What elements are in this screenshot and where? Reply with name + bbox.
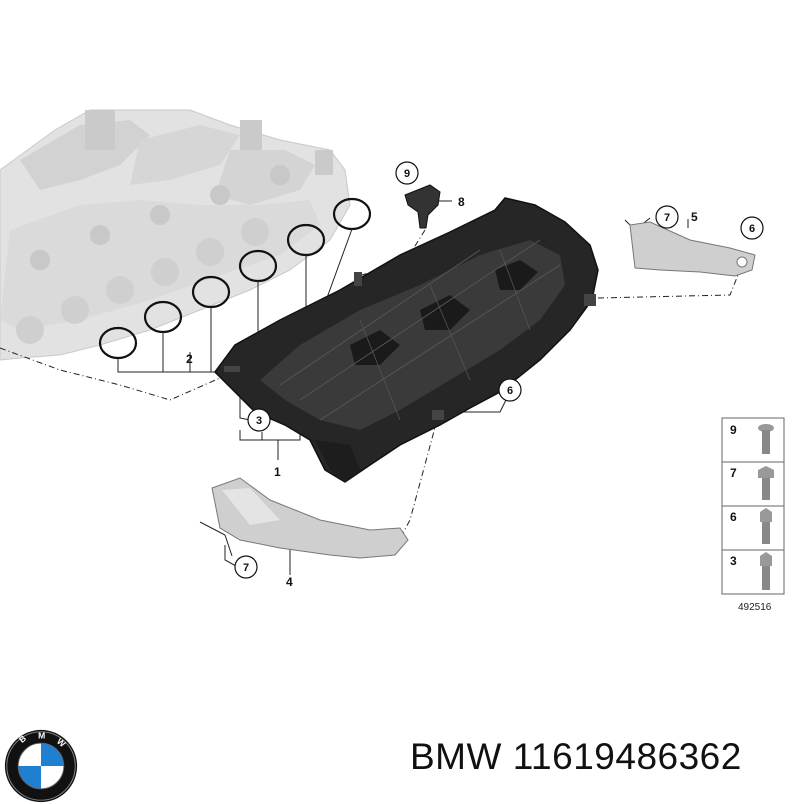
svg-text:B: B bbox=[17, 733, 28, 745]
legend-row-label: 7 bbox=[730, 466, 737, 480]
valve-cover bbox=[214, 197, 599, 483]
svg-text:3: 3 bbox=[256, 415, 262, 427]
callout-6-right: 6 bbox=[740, 216, 764, 240]
bolt-7-icon bbox=[758, 466, 774, 500]
bracket-lower bbox=[211, 477, 409, 559]
cylinder-head-ghost bbox=[0, 109, 351, 361]
svg-text:6: 6 bbox=[749, 223, 755, 235]
bracket-right bbox=[629, 221, 756, 277]
callout-9: 9 bbox=[395, 161, 419, 185]
svg-text:7: 7 bbox=[243, 562, 249, 574]
svg-text:9: 9 bbox=[404, 168, 410, 180]
brand-name: BMW bbox=[410, 736, 502, 777]
svg-text:M: M bbox=[38, 730, 45, 740]
svg-text:6: 6 bbox=[507, 385, 513, 397]
part-caption: BMW 11619486362 bbox=[410, 736, 742, 778]
fastener-legend: 9 7 6 3 bbox=[721, 417, 785, 595]
label-8: 8 bbox=[458, 195, 465, 209]
callout-7-top: 7 bbox=[655, 205, 679, 229]
callout-6-mid: 6 bbox=[498, 378, 522, 402]
label-1: 1 bbox=[274, 465, 281, 479]
legend-row-label: 3 bbox=[730, 554, 737, 568]
pressure-sensor bbox=[404, 184, 441, 229]
label-4: 4 bbox=[286, 575, 293, 589]
bolt-6-icon bbox=[760, 508, 772, 544]
diagram-code: 492516 bbox=[738, 602, 772, 613]
screw-9-icon bbox=[758, 424, 774, 454]
label-5: 5 bbox=[691, 210, 698, 224]
callout-7-bottom: 7 bbox=[234, 555, 258, 579]
label-2: 2 bbox=[186, 352, 193, 366]
bmw-logo-icon: B M W bbox=[4, 729, 78, 803]
callout-3: 3 bbox=[247, 408, 271, 432]
svg-text:7: 7 bbox=[664, 212, 670, 224]
bolt-3-icon bbox=[760, 552, 772, 590]
part-number: 11619486362 bbox=[512, 736, 742, 777]
legend-row-label: 6 bbox=[730, 510, 737, 524]
legend-row-label: 9 bbox=[730, 423, 737, 437]
